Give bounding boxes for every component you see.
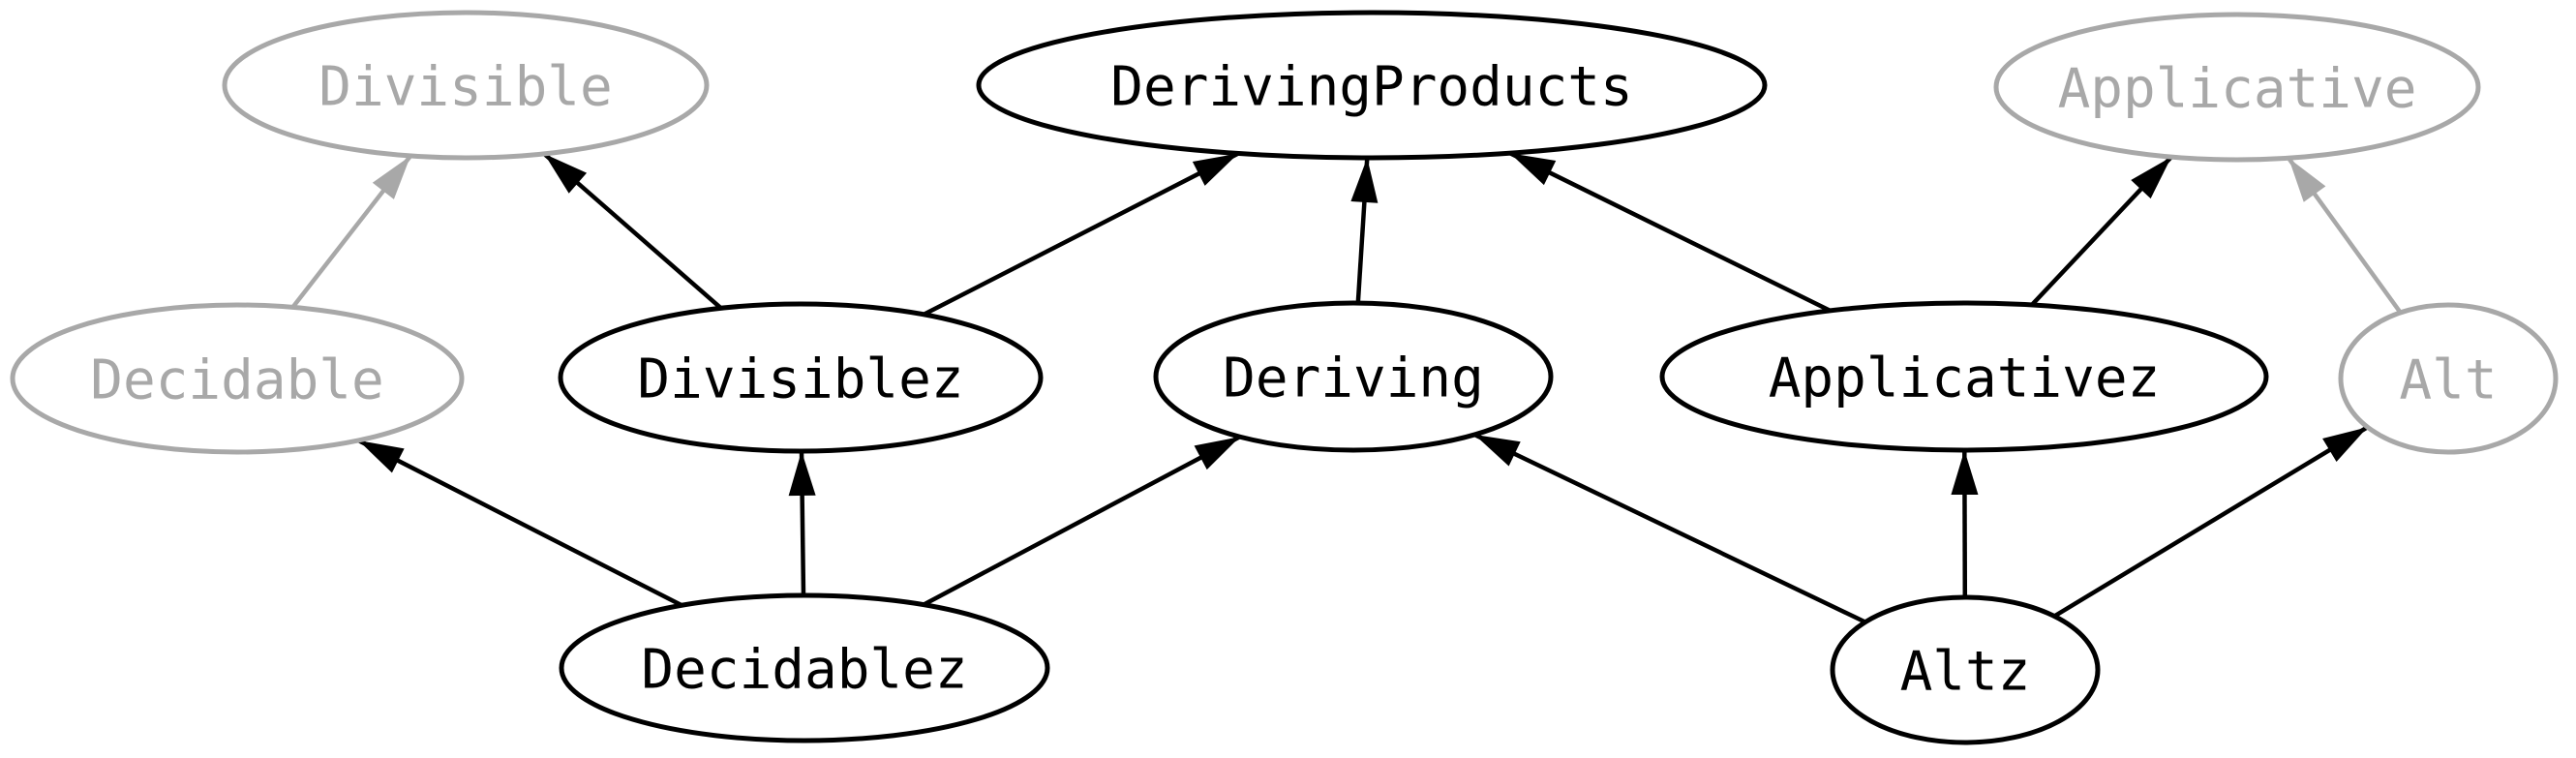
node-divisible: Divisible (222, 10, 710, 161)
node-label-decidablez: Decidablez (641, 639, 967, 702)
node-label-divisiblez: Divisiblez (637, 349, 963, 411)
node-divisiblez: Divisiblez (558, 301, 1044, 454)
node-label-decidable: Decidable (90, 349, 383, 412)
edge-deriving-derivingproducts (1350, 157, 1379, 304)
edge-altz-deriving (1473, 432, 1866, 624)
edges-layer (290, 151, 2403, 624)
node-alt: Alt (2338, 302, 2559, 455)
nodes-layer: Divisible DerivingProducts ApplicativeDeci… (10, 10, 2559, 745)
edge-applicativez-applicative (2030, 155, 2173, 307)
node-decidablez: Decidablez (559, 592, 1050, 743)
edge-altz-applicativez (1951, 449, 1979, 598)
node-applicativez: Applicativez (1659, 300, 2269, 453)
edge-decidablez-deriving (923, 435, 1241, 607)
edge-decidablez-decidable (357, 438, 683, 608)
node-altz: Altz (1830, 594, 2101, 745)
edge-alt-applicative (2287, 156, 2403, 315)
node-ellipse-alt (2338, 302, 2559, 455)
node-ellipse-decidablez (559, 592, 1050, 743)
node-deriving: Deriving (1153, 300, 1554, 453)
node-applicative: Applicative (1993, 12, 2481, 163)
edge-applicativez-derivingproducts (1508, 151, 1832, 313)
node-ellipse-decidable (10, 302, 465, 455)
node-ellipse-deriving (1153, 300, 1554, 453)
node-ellipse-divisiblez (558, 301, 1044, 454)
node-label-divisible: Divisible (318, 56, 612, 119)
node-label-derivingproducts: DerivingProducts (1110, 56, 1632, 119)
node-label-applicative: Applicative (2058, 58, 2417, 121)
edge-divisiblez-divisible (542, 152, 723, 310)
node-decidable: Decidable (10, 302, 465, 455)
node-ellipse-altz (1830, 594, 2101, 745)
node-ellipse-applicative (1993, 12, 2481, 163)
node-ellipse-applicativez (1659, 300, 2269, 453)
node-label-applicativez: Applicativez (1769, 348, 2161, 410)
edge-altz-alt (2052, 425, 2369, 619)
node-derivingproducts: DerivingProducts (976, 10, 1768, 161)
node-ellipse-derivingproducts (976, 10, 1768, 161)
edge-divisiblez-derivingproducts (923, 151, 1240, 317)
node-label-altz: Altz (1900, 641, 2031, 704)
node-ellipse-divisible (222, 10, 710, 161)
node-label-alt: Alt (2399, 349, 2497, 412)
edge-decidablez-divisiblez (788, 450, 816, 596)
node-label-deriving: Deriving (1223, 348, 1484, 410)
edge-decidable-divisible (290, 154, 412, 309)
